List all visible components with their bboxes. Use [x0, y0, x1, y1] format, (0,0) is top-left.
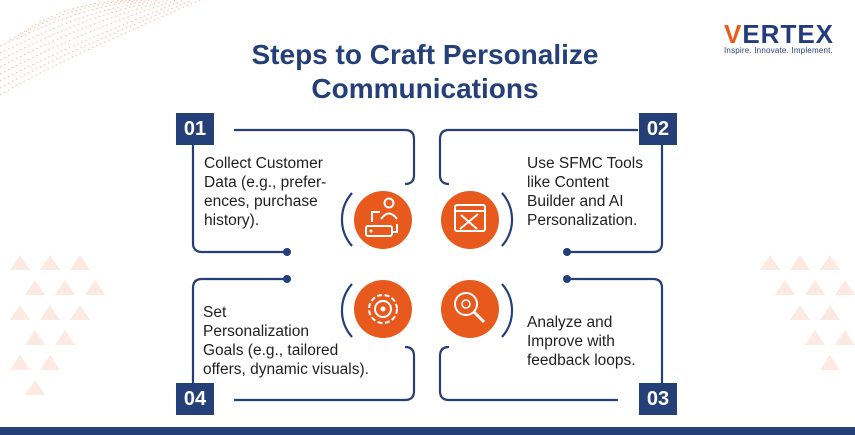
dotted-wave-decoration [0, 0, 201, 96]
step-number-02: 02 [639, 113, 677, 145]
frame-step-04 [191, 277, 290, 384]
arc-bracket-03 [501, 283, 514, 338]
frame-step-01-bottom [191, 145, 290, 254]
frame-step-04-bottom [234, 345, 416, 402]
frame-step-01 [234, 128, 416, 186]
connector-dot-03 [563, 275, 571, 283]
gear-target-icon [354, 280, 412, 338]
footer-bar [0, 427, 855, 435]
frame-step-03 [565, 277, 664, 384]
arc-bracket-02 [501, 192, 514, 247]
connector-dot-04 [283, 275, 291, 283]
title-line-2: Communications [311, 73, 539, 104]
step-number-01: 01 [176, 113, 214, 145]
arc-bracket-04 [340, 283, 353, 338]
connector-dot-01 [283, 248, 291, 256]
triangle-pattern-right [760, 255, 855, 370]
frame-step-02-bottom [565, 145, 664, 254]
page-title: Steps to Craft Personalize Communication… [175, 38, 675, 106]
logo-wordmark: VERTEX [724, 19, 835, 49]
vertex-logo: VERTEX Inspire. Innovate. Implement. [724, 20, 834, 55]
connector-dot-02 [563, 248, 571, 256]
server-user-icon [354, 191, 412, 249]
design-tools-icon [441, 191, 499, 249]
logo-tagline: Inspire. Innovate. Implement. [724, 46, 833, 55]
frame-step-03-bottom [438, 345, 618, 402]
magnify-analyze-icon [441, 280, 499, 338]
arc-bracket-01 [340, 192, 353, 247]
triangle-pattern-left [10, 255, 105, 395]
title-line-1: Steps to Craft Personalize [251, 39, 599, 70]
step-number-04: 04 [176, 383, 214, 415]
step-number-03: 03 [639, 383, 677, 415]
frame-step-02 [438, 128, 638, 186]
